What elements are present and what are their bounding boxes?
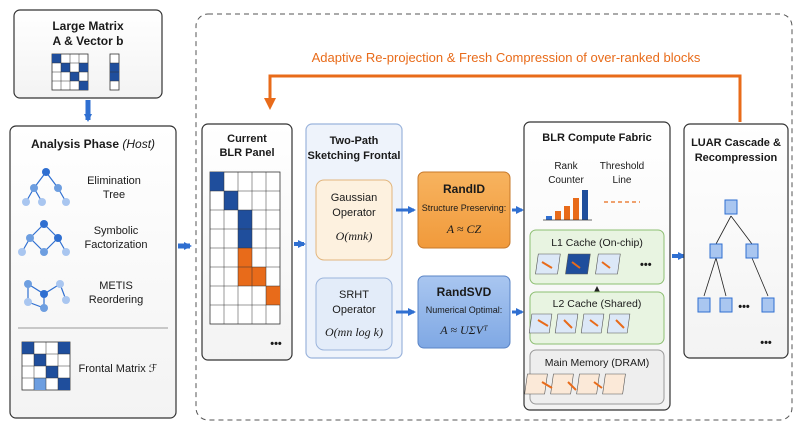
dram-tiles xyxy=(524,373,626,395)
randid-formula: A ≈ CZ xyxy=(446,222,482,236)
blr-matrix-grid xyxy=(209,171,281,325)
frontal-matrix-icon xyxy=(21,341,71,391)
analysis-host-suffix: (Host) xyxy=(122,137,155,151)
symbolic-label-line1: Symbolic xyxy=(94,225,139,237)
randid-box: RandID Structure Preserving: A ≈ CZ xyxy=(417,171,511,249)
threshold-label-line1: Threshold xyxy=(600,161,644,172)
srht-operator-box xyxy=(315,277,393,351)
luar-title-line1: LUAR Cascade & xyxy=(691,137,781,149)
fabric-title: BLR Compute Fabric xyxy=(542,132,651,144)
randsvd-subtitle: Numerical Optimal: xyxy=(426,305,503,315)
luar-panel: LUAR Cascade & Recompression ••• ••• xyxy=(683,123,789,359)
l1-tiles: ••• xyxy=(535,253,652,275)
system-frame xyxy=(195,13,793,421)
rank-label-line2: Counter xyxy=(548,175,584,186)
srht-line1: SRHT xyxy=(339,289,369,301)
blr-title-line2: BLR Panel xyxy=(219,147,274,159)
frontal-matrix-label: Frontal Matrix ℱ xyxy=(79,363,158,375)
luar-title-line2: Recompression xyxy=(695,152,778,164)
input-title-line1: Large Matrix xyxy=(52,19,124,33)
vector-b-icon xyxy=(109,53,120,91)
sketching-title-line2: Sketching Frontal xyxy=(308,150,401,162)
randid-subtitle: Structure Preserving: xyxy=(422,203,507,213)
rank-counter-bars xyxy=(543,190,592,221)
analysis-phase-panel: Analysis Phase (Host) Elimination Tree S… xyxy=(9,125,177,419)
l1-cache-box xyxy=(529,229,665,285)
metis-label-line1: METIS xyxy=(99,280,133,292)
sketching-title-line1: Two-Path xyxy=(330,135,379,147)
feedback-arrow xyxy=(264,74,742,122)
gaussian-operator-box xyxy=(315,179,393,261)
gaussian-line2: Operator xyxy=(332,207,376,219)
randsvd-box: RandSVD Numerical Optimal: A ≈ UΣVᵀ xyxy=(417,275,511,349)
metis-reordering-icon xyxy=(24,280,70,312)
l1-cache-label: L1 Cache (On-chip) xyxy=(551,237,643,249)
elimination-tree-icon xyxy=(22,168,70,206)
feedback-label: Adaptive Re-projection & Fresh Compressi… xyxy=(312,50,701,65)
elimination-label-line2: Tree xyxy=(103,189,125,201)
analysis-title: Analysis Phase xyxy=(31,137,119,151)
matrix-a-icon xyxy=(51,53,89,91)
l2-tiles xyxy=(528,313,631,334)
compute-fabric-panel: BLR Compute Fabric Rank Counter Threshol… xyxy=(523,121,671,411)
dram-label: Main Memory (DRAM) xyxy=(545,357,649,369)
l2-cache-label: L2 Cache (Shared) xyxy=(553,298,642,310)
input-matrix-panel: Large Matrix A & Vector b xyxy=(13,9,163,99)
elimination-label-line1: Elimination xyxy=(87,175,141,187)
gaussian-cost: O(mnk) xyxy=(336,229,373,243)
randid-title: RandID xyxy=(443,182,485,196)
threshold-label-line2: Line xyxy=(613,175,632,186)
symbolic-factorization-icon xyxy=(18,220,70,256)
luar-inner-dots: ••• xyxy=(738,301,750,313)
svg-text:Analysis Phase (Host): Analysis Phase (Host) xyxy=(31,137,155,151)
svg-text:•••: ••• xyxy=(640,259,652,271)
blr-panel: Current BLR Panel ••• xyxy=(201,123,293,361)
symbolic-label-line2: Factorization xyxy=(85,239,148,251)
gaussian-line1: Gaussian xyxy=(331,192,377,204)
blr-more-dots: ••• xyxy=(270,338,282,350)
blr-title-line1: Current xyxy=(227,133,267,145)
metis-label-line2: Reordering xyxy=(89,294,143,306)
sketching-panel: Two-Path Sketching Frontal Gaussian Oper… xyxy=(305,123,403,359)
rank-label-line1: Rank xyxy=(554,161,578,172)
luar-more-dots: ••• xyxy=(760,337,772,349)
srht-cost: O(mn log k) xyxy=(325,325,383,339)
luar-tree xyxy=(697,199,775,313)
input-title-line2: A & Vector b xyxy=(53,34,124,48)
randsvd-formula: A ≈ UΣVᵀ xyxy=(439,323,488,337)
randsvd-title: RandSVD xyxy=(437,285,492,299)
srht-line2: Operator xyxy=(332,304,376,316)
